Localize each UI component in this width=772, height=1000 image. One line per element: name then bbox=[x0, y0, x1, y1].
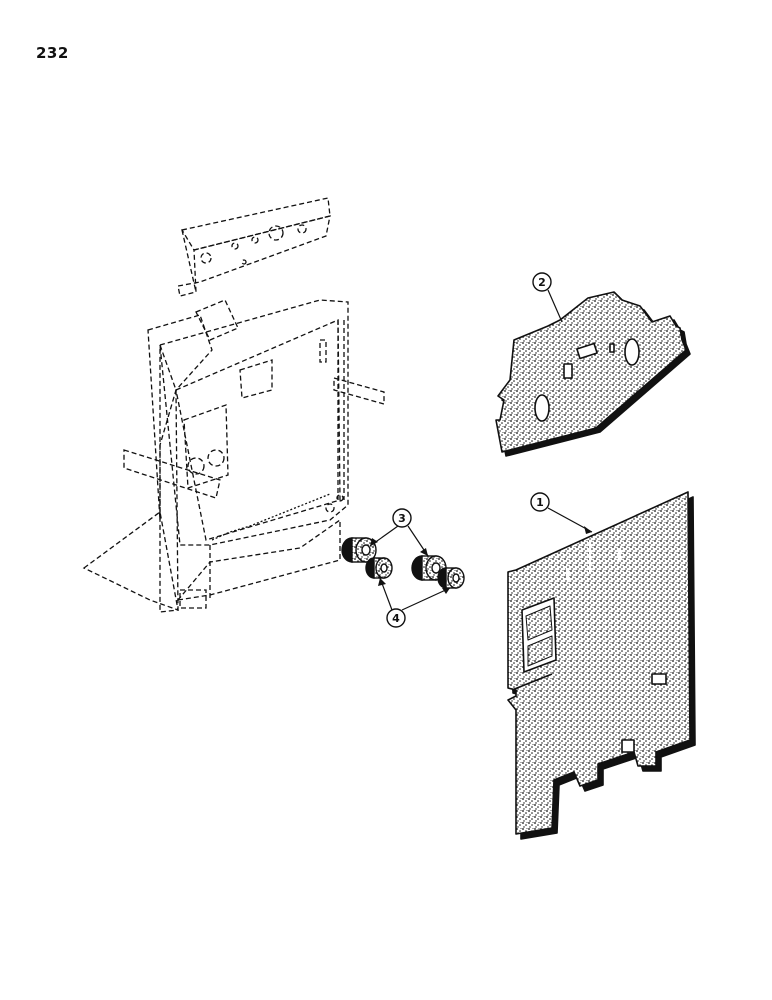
bushing-outer-right bbox=[411, 555, 447, 581]
bushing-set bbox=[341, 537, 465, 589]
floor-mat bbox=[507, 491, 696, 840]
callout-label-2: 2 bbox=[538, 276, 546, 289]
bushing-outer-left bbox=[341, 537, 377, 563]
callout-2: 2 bbox=[532, 272, 563, 323]
callout-label-3: 3 bbox=[398, 512, 406, 525]
callout-label-4: 4 bbox=[392, 612, 400, 625]
page-number: 232 bbox=[36, 44, 69, 62]
dash-insulation-pad bbox=[495, 291, 691, 457]
bushing-inner-right bbox=[437, 567, 465, 589]
frame-assembly bbox=[82, 197, 385, 613]
callout-label-1: 1 bbox=[536, 496, 544, 509]
callout-4: 4 bbox=[378, 577, 451, 628]
bushing-inner-left bbox=[365, 557, 393, 579]
callout-3: 3 bbox=[369, 508, 429, 557]
callout-1: 1 bbox=[530, 492, 593, 534]
